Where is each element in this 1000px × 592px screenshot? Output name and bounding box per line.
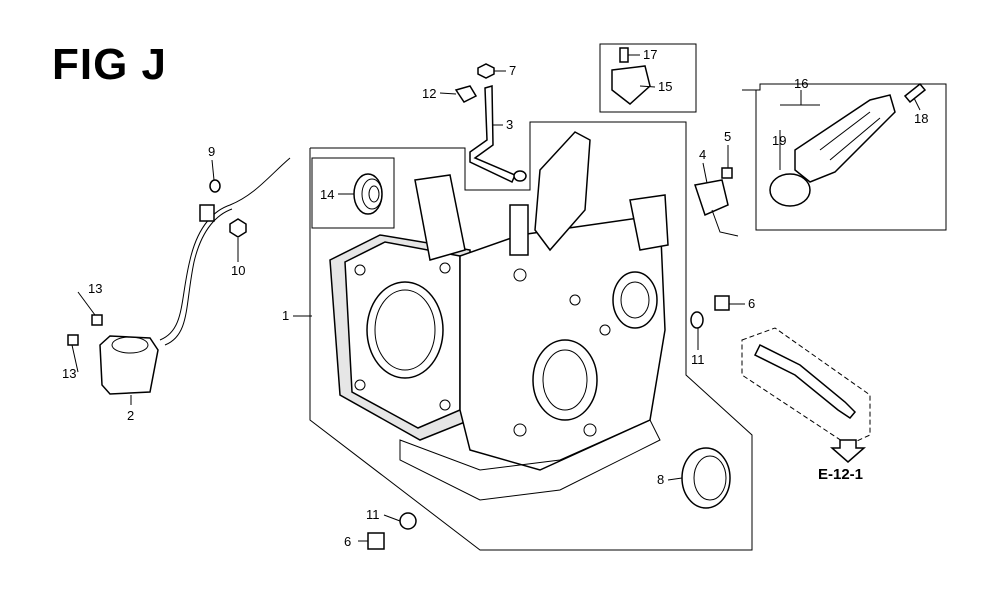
- group-bracket-crankcase: [309, 121, 753, 551]
- bearing-part: [353, 173, 383, 215]
- group-box-dipstick: [742, 83, 947, 231]
- callout-18: 18: [914, 111, 928, 126]
- group-box-bearing: [311, 157, 395, 229]
- callout-16: 16: [794, 76, 808, 91]
- callout-2: 2: [127, 408, 134, 423]
- dipstick-part: [769, 82, 927, 207]
- oil-seal-part: [681, 447, 731, 509]
- callout-8: 8: [657, 472, 664, 487]
- callout-10: 10: [231, 263, 245, 278]
- callout-13-bottom: 13: [62, 366, 76, 381]
- callout-15: 15: [658, 79, 672, 94]
- callout-6-right: 6: [748, 296, 755, 311]
- reference-arrow: [830, 439, 866, 463]
- governor-switch-part: [67, 157, 291, 395]
- clip-bracket-part: [611, 47, 651, 105]
- group-box-clip: [599, 43, 697, 113]
- callout-6-bottom: 6: [344, 534, 351, 549]
- cross-reference-label: E-12-1: [818, 466, 864, 483]
- nut-part-10: [229, 218, 247, 238]
- figure-title: FIG J: [52, 40, 168, 89]
- callout-19: 19: [772, 133, 786, 148]
- callout-7: 7: [509, 63, 516, 78]
- lever-rod-part: [469, 85, 527, 184]
- callout-3: 3: [506, 117, 513, 132]
- callout-11-bottom: 11: [366, 507, 380, 522]
- bolt-washer-right: [690, 295, 730, 329]
- shaft-part: [753, 343, 857, 419]
- callout-1: 1: [282, 308, 289, 323]
- group-dashed-shaft: [741, 327, 871, 446]
- callout-14: 14: [320, 187, 334, 202]
- callout-11-right: 11: [691, 352, 705, 367]
- callout-13-top: 13: [88, 281, 102, 296]
- callout-17: 17: [643, 47, 657, 62]
- callout-9: 9: [208, 144, 215, 159]
- callout-4: 4: [699, 147, 706, 162]
- callout-12: 12: [422, 86, 436, 101]
- callout-5: 5: [724, 129, 731, 144]
- nut-part: [477, 63, 495, 79]
- leader-lines: [71, 54, 921, 542]
- oil-switch-part: [694, 167, 739, 237]
- bolt-washer-bottom: [367, 512, 417, 550]
- crankcase-part: [329, 131, 669, 501]
- clip-part: [454, 85, 478, 103]
- washer-part: [209, 179, 221, 193]
